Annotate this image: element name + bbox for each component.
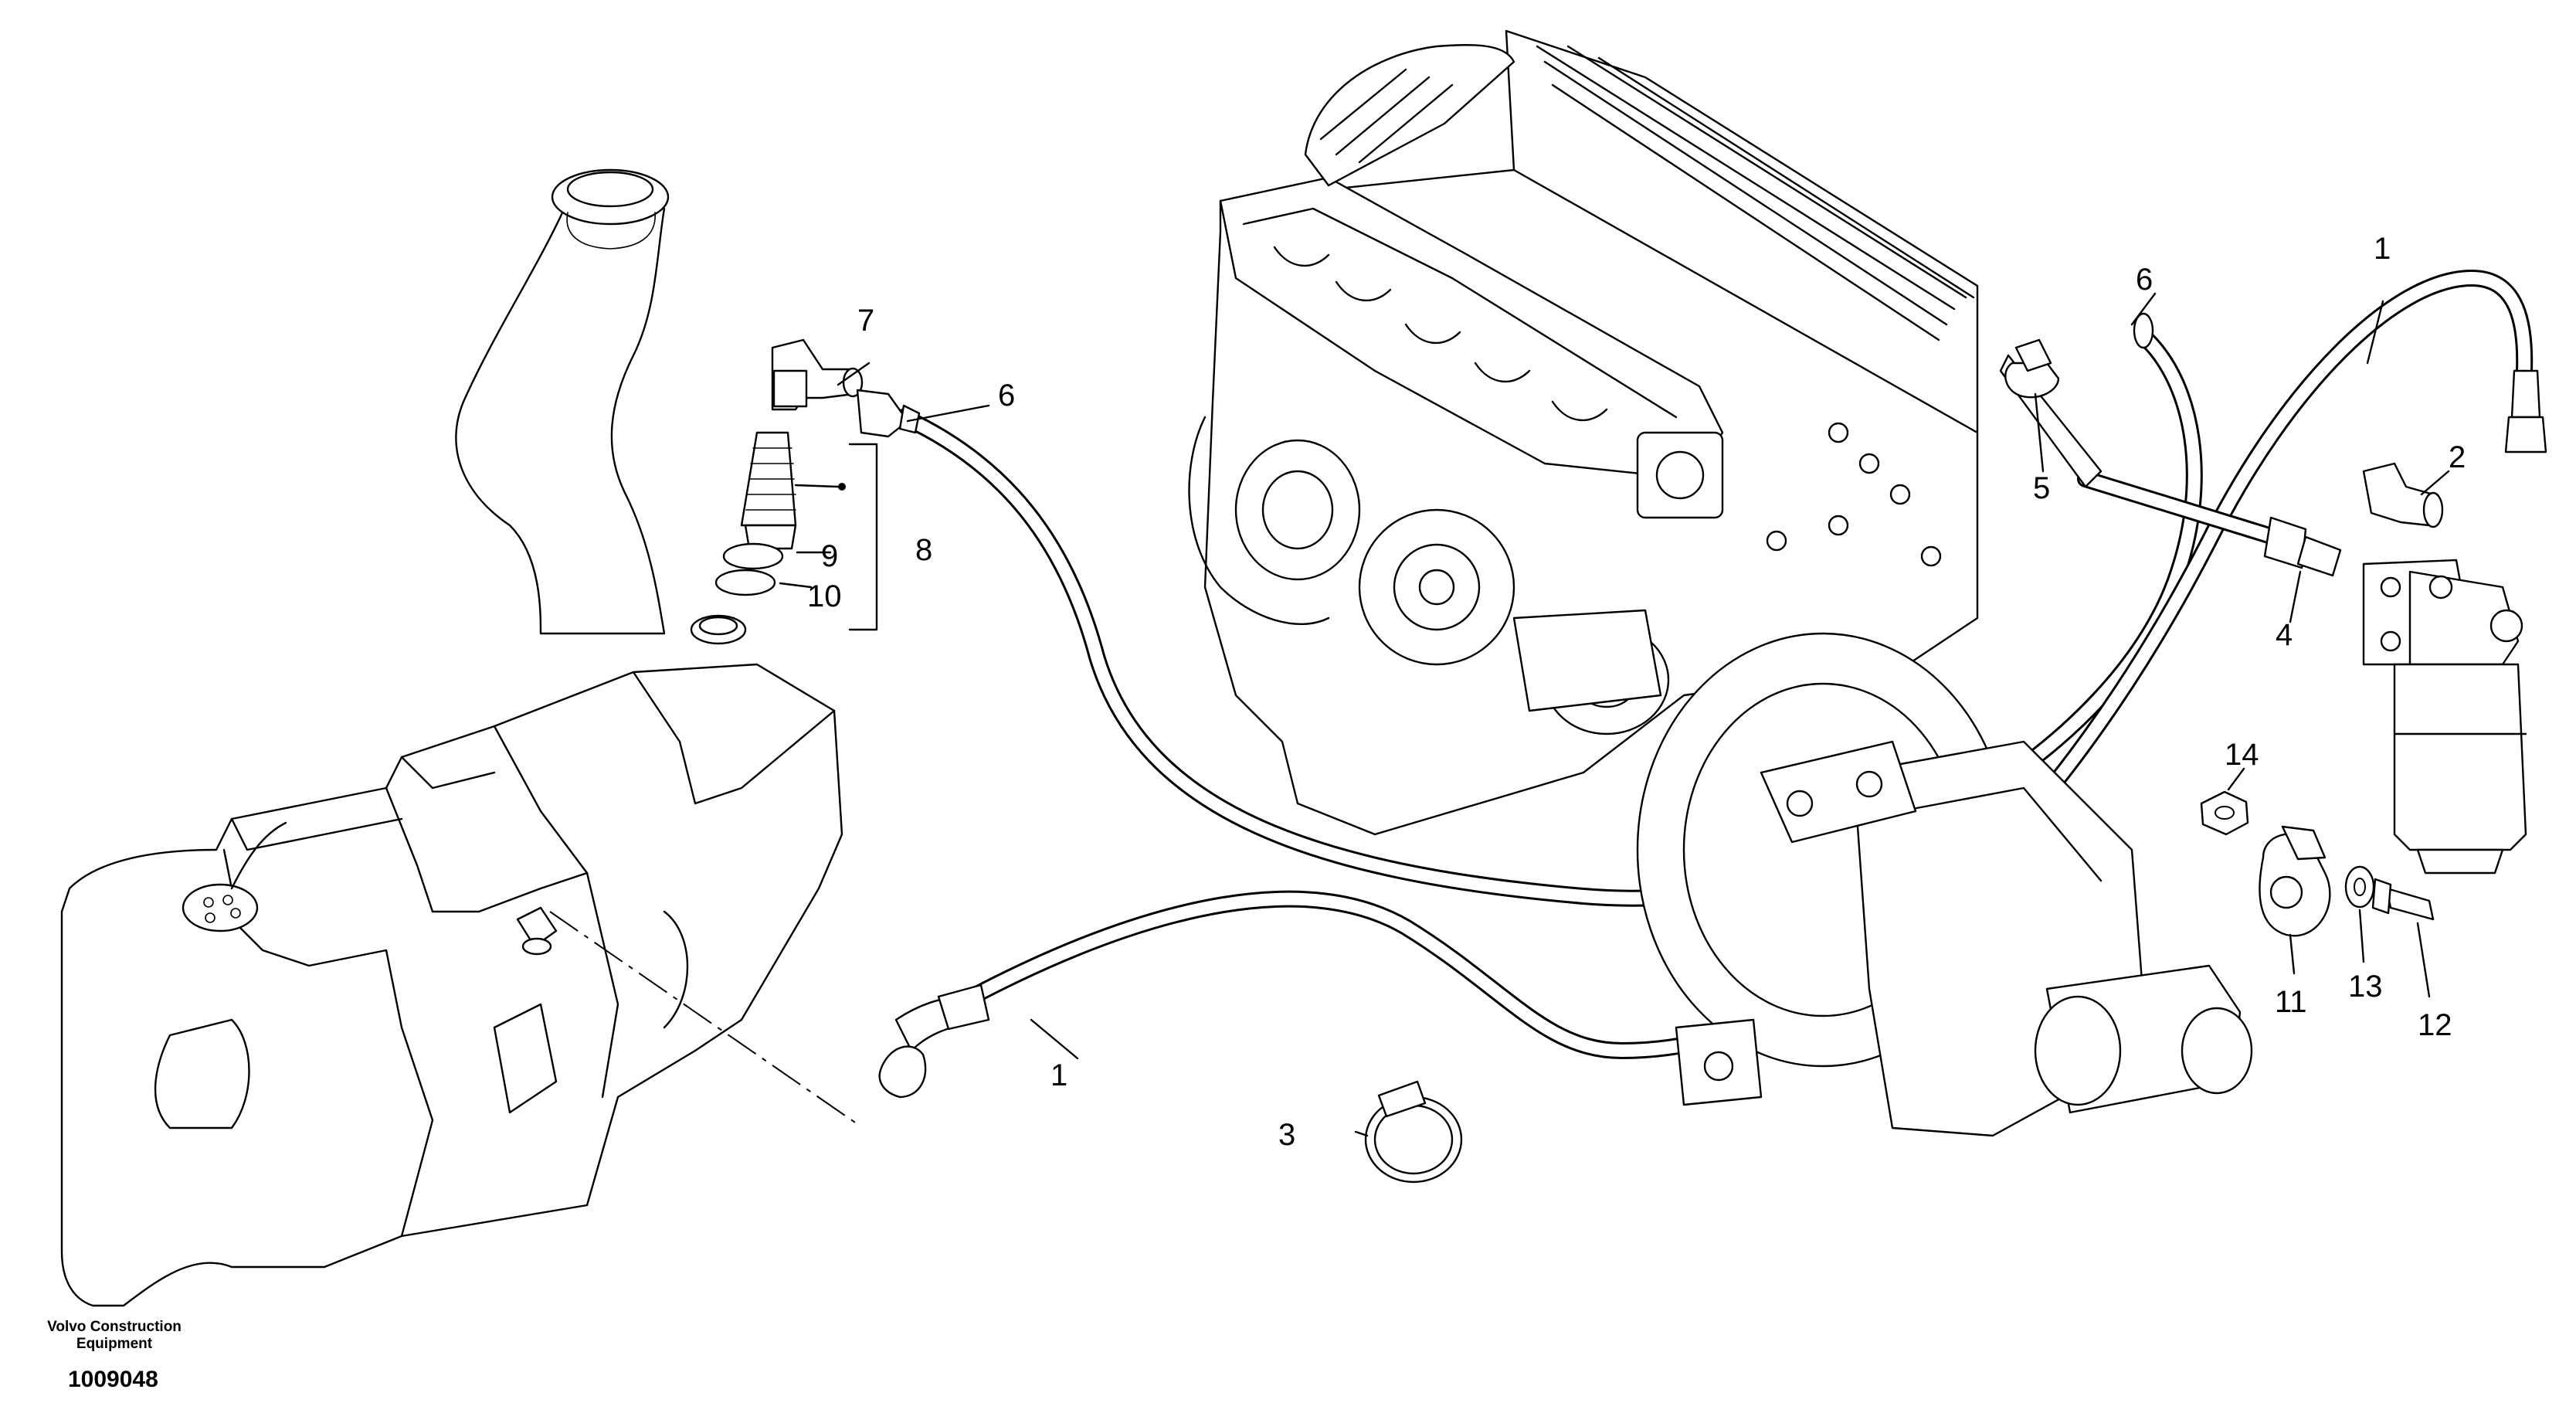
callout-14: 14 — [2225, 738, 2259, 772]
publisher-block: Volvo Construction Equipment 1009048 — [47, 1319, 182, 1392]
callout-12: 12 — [2418, 1008, 2452, 1042]
tank-fitting-assembly — [714, 338, 878, 631]
callout-10: 10 — [807, 579, 842, 613]
small-hardware — [1364, 790, 2435, 1184]
callout-13: 13 — [2348, 970, 2383, 1004]
callout-6-right: 6 — [2136, 263, 2153, 297]
callout-11: 11 — [2275, 985, 2307, 1019]
publisher-line-2: Equipment — [76, 1336, 153, 1352]
callout-1-lower: 1 — [1050, 1058, 1067, 1092]
callout-7: 7 — [857, 304, 874, 338]
callout-2: 2 — [2449, 440, 2466, 474]
callout-4: 4 — [2276, 618, 2293, 652]
callout-6-left: 6 — [998, 379, 1015, 413]
center-line-drain — [549, 911, 858, 1125]
callout-3: 3 — [1278, 1118, 1295, 1152]
leader-lines — [837, 292, 2450, 1137]
fuel-tank — [60, 168, 843, 1307]
drawing-id: 1009048 — [68, 1367, 158, 1392]
publisher-line-1: Volvo Construction — [47, 1319, 182, 1335]
engine — [1188, 29, 2253, 1137]
callout-5: 5 — [2033, 471, 2050, 505]
callout-8: 8 — [915, 533, 932, 567]
callout-9: 9 — [821, 539, 838, 573]
callout-labels: 1 1 2 3 4 5 6 6 7 8 9 10 11 12 13 14 — [807, 232, 2466, 1152]
fuel-filter — [2362, 462, 2527, 875]
callout-1-upper: 1 — [2374, 232, 2391, 266]
